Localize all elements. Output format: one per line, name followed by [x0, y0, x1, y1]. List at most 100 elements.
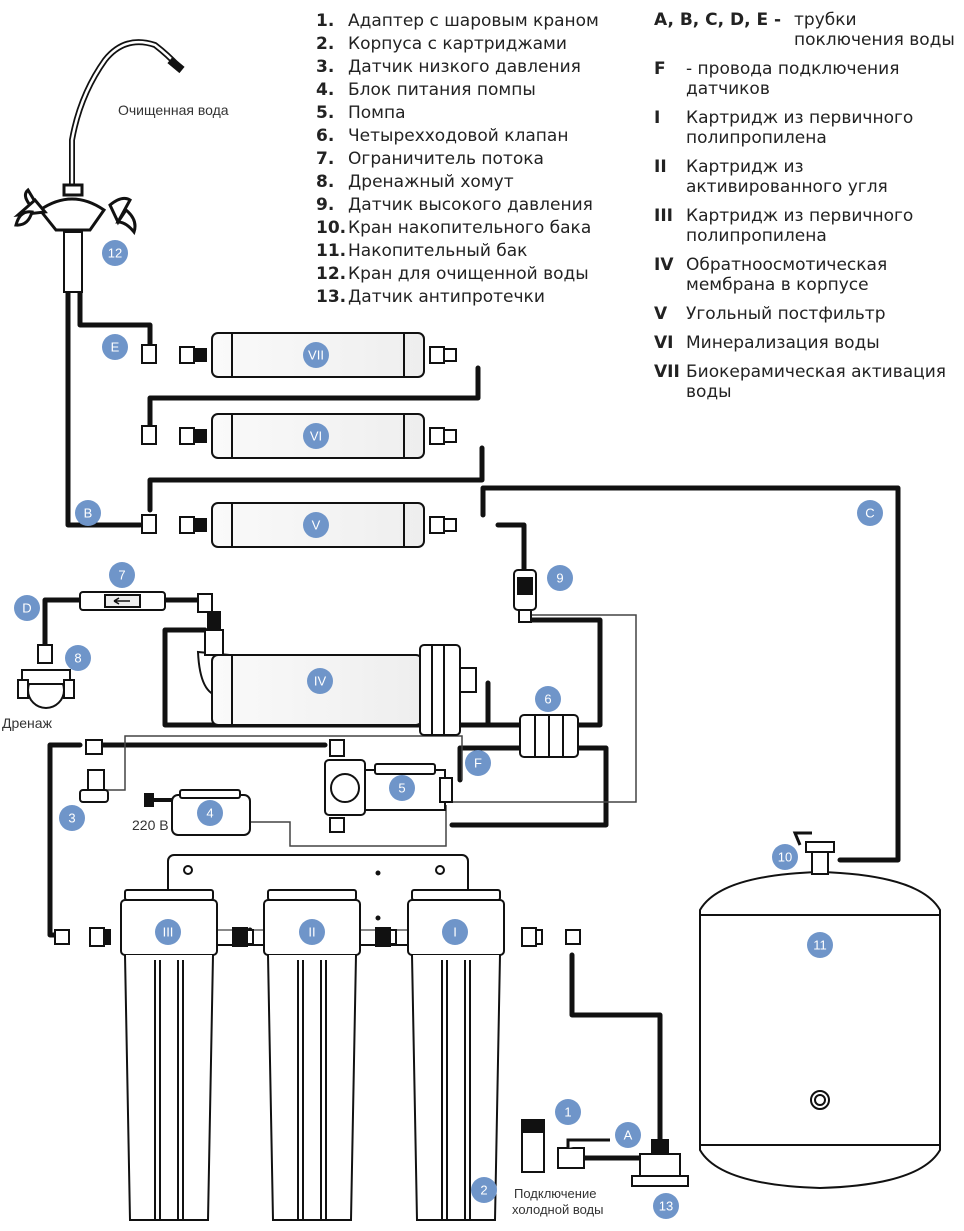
- legend-item: 6.Четырехходовой клапан: [316, 125, 599, 148]
- legend-key: IV: [654, 255, 674, 275]
- inline-filter: [141, 502, 457, 548]
- legend-number: 12.: [316, 264, 347, 284]
- badge-label: 10: [778, 850, 792, 865]
- legend-item: 2.Корпуса с картриджами: [316, 33, 599, 56]
- badge-label: 6: [544, 692, 551, 707]
- legend-text: Биокерамическая активация воды: [686, 362, 947, 402]
- tube-6-pump2: [457, 745, 523, 783]
- callout-badge: 9: [547, 565, 573, 591]
- legend-text: Помпа: [348, 103, 406, 123]
- cold-water-label-1: Подключение: [514, 1186, 596, 1201]
- legend-item: 1.Адаптер с шаровым краном: [316, 10, 599, 33]
- legend-number: 10.: [316, 218, 347, 238]
- callout-badge: 6: [535, 686, 561, 712]
- cold-water-label-2: холодной воды: [512, 1202, 603, 1217]
- callout-badge: V: [303, 512, 329, 538]
- callout-badge: 11: [807, 932, 833, 958]
- badge-label: I: [453, 925, 457, 940]
- legend-number: 1.: [316, 11, 335, 31]
- legend-number: 5.: [316, 103, 335, 123]
- badge-label: 3: [68, 811, 75, 826]
- ball-valve-adapter: [521, 1119, 610, 1173]
- legend-number: 6.: [316, 126, 335, 146]
- legend-item: 7.Ограничитель потока: [316, 148, 599, 171]
- legend-text: Дренажный хомут: [348, 172, 514, 192]
- badge-label: 8: [74, 651, 81, 666]
- tube-vii-vi: [147, 365, 481, 428]
- callout-badge: VI: [303, 423, 329, 449]
- callout-badge: II: [299, 919, 325, 945]
- callout-badge: 3: [59, 805, 85, 831]
- tube-vi-v: [147, 445, 485, 513]
- legend-text: Кран накопительного бака: [348, 218, 592, 238]
- legend-item: 11.Накопительный бак: [316, 240, 599, 263]
- badge-label: 2: [480, 1183, 487, 1198]
- legend-text: - провода подключения датчиков: [686, 59, 900, 99]
- badge-label: 4: [206, 806, 213, 821]
- legend-text: Кран для очищенной воды: [348, 264, 589, 284]
- callout-badge: 4: [197, 800, 223, 826]
- legend-key: V: [654, 304, 668, 324]
- tube-6-pump: [449, 745, 609, 828]
- callout-badge: IV: [307, 668, 333, 694]
- tube-c: [480, 485, 901, 863]
- legend-number: 9.: [316, 195, 335, 215]
- letter-legend-item: F- провода подключения датчиков: [654, 59, 959, 99]
- legend-number: 7.: [316, 149, 335, 169]
- callout-badge: 13: [653, 1193, 679, 1219]
- legend-item: 8. Дренажный хомут: [316, 171, 599, 194]
- badge-label: F: [474, 756, 482, 771]
- legend-number: 2.: [316, 34, 335, 54]
- legend-number: 13.: [316, 287, 347, 307]
- tube-e: [77, 262, 153, 348]
- tube-b: [65, 262, 143, 528]
- badge-label: A: [624, 1128, 633, 1143]
- tube-d: [42, 597, 83, 648]
- legend-text: Датчик низкого давления: [348, 57, 581, 77]
- callout-badge: B: [75, 500, 101, 526]
- badge-label: 12: [108, 246, 122, 261]
- four-way-valve: [519, 714, 579, 758]
- badge-label: C: [865, 506, 874, 521]
- legend-text: Обратноосмотическая мембрана в корпусе: [686, 255, 888, 295]
- tube-iv-6: [485, 680, 523, 728]
- legend-number: 3.: [316, 57, 335, 77]
- legend-text: Блок питания помпы: [348, 80, 536, 100]
- badge-label: 13: [659, 1199, 673, 1214]
- legend-text: Накопительный бак: [348, 241, 528, 261]
- sensor-wires: [100, 614, 637, 847]
- inline-filter: [141, 413, 457, 459]
- badge-label: IV: [314, 674, 327, 689]
- legend-number: 8.: [316, 172, 335, 192]
- letter-legend-item: A, B, C, D, E - трубки поключения воды: [654, 10, 959, 50]
- legend-item: 9.Датчик высокого давления: [316, 194, 599, 217]
- badge-label: D: [22, 601, 31, 616]
- legend-item: 4.Блок питания помпы: [316, 79, 599, 102]
- badge-label: III: [163, 925, 174, 940]
- legend-key: II: [654, 157, 667, 177]
- tube-9-6: [527, 617, 603, 728]
- flow-restrictor: [79, 591, 213, 613]
- inline-filters: [141, 332, 457, 548]
- drain-label: Дренаж: [2, 715, 53, 731]
- legend-item: 13.Датчик антипротечки: [316, 286, 599, 309]
- badge-label: VI: [310, 429, 322, 444]
- badge-label: 1: [564, 1105, 571, 1120]
- letter-legend: A, B, C, D, E - трубки поключения воды F- …: [654, 10, 959, 411]
- legend-text: Картридж из активированного угля: [686, 157, 888, 197]
- high-pressure-sensor: [513, 569, 537, 623]
- callout-badge: III: [155, 919, 181, 945]
- legend-key: A, B, C, D, E -: [654, 10, 782, 30]
- legend-text: трубки поключения воды: [794, 10, 955, 50]
- badge-label: VII: [308, 348, 324, 363]
- housing-connectors: [54, 927, 581, 947]
- legend-key: VI: [654, 333, 674, 353]
- callout-badge: VII: [303, 342, 329, 368]
